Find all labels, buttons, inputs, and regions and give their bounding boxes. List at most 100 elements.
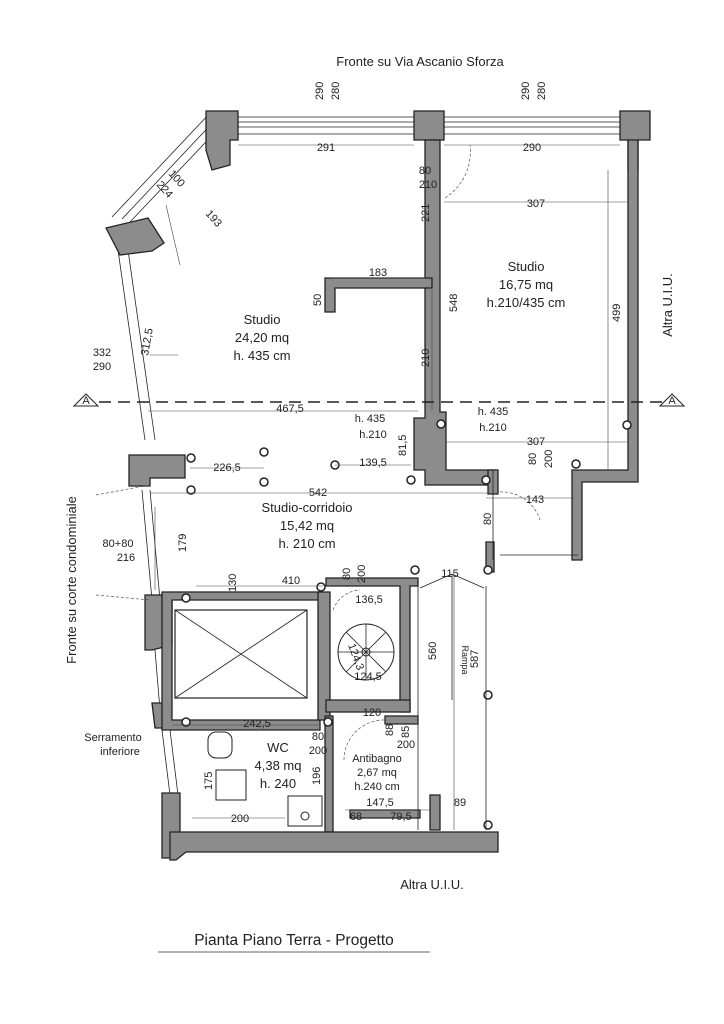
room-area: 4,38 mq bbox=[255, 758, 302, 773]
dim-label: h.210 bbox=[479, 422, 507, 434]
dim-label: 89 bbox=[454, 797, 466, 809]
room-studio-right: Studio 16,75 mq h.210/435 cm bbox=[487, 259, 566, 310]
dim-label: 124,3 bbox=[345, 642, 366, 672]
room-name: WC bbox=[267, 740, 289, 755]
walls bbox=[105, 110, 651, 861]
dim-label: 332 bbox=[93, 347, 111, 359]
dim-label: 216 bbox=[117, 552, 135, 564]
serramento-label-1: Serramento bbox=[84, 732, 141, 744]
dim-label: 499 bbox=[611, 304, 623, 322]
dim-label: 548 bbox=[448, 294, 460, 312]
dim-label: 307 bbox=[527, 436, 545, 448]
dim-label: 124,5 bbox=[354, 671, 382, 683]
dim-label: 175 bbox=[203, 772, 215, 790]
dim-label: 120 bbox=[363, 707, 381, 719]
dim-label: 79,5 bbox=[390, 811, 411, 823]
dim-label: 130 bbox=[227, 574, 239, 592]
dim-label: 81,5 bbox=[397, 435, 409, 456]
wc-fixtures bbox=[207, 731, 323, 827]
room-wc: WC 4,38 mq h. 240 bbox=[255, 740, 302, 791]
dim-label: 242,5 bbox=[243, 718, 271, 730]
room-area: 16,75 mq bbox=[499, 277, 553, 292]
dim-label: 200 bbox=[543, 450, 555, 468]
dim-label: 467,5 bbox=[276, 403, 304, 415]
dim-label: 210 bbox=[420, 349, 432, 367]
room-name: Studio-corridoio bbox=[261, 500, 352, 515]
dim-label: 290 bbox=[314, 82, 326, 100]
serramento-label-2: inferiore bbox=[100, 746, 140, 758]
dim-label: 88 bbox=[384, 724, 396, 736]
dim-label: 80 bbox=[419, 165, 431, 177]
spiral-stair bbox=[337, 623, 395, 681]
dim-label: 80 bbox=[482, 513, 494, 525]
bottom-facade-label: Altra U.I.U. bbox=[400, 877, 464, 892]
dim-label: 85 bbox=[400, 726, 412, 738]
right-facade-label: Altra U.I.U. bbox=[660, 273, 675, 337]
dim-label: 587 bbox=[469, 650, 481, 668]
room-area: 15,42 mq bbox=[280, 518, 334, 533]
room-height: h.240 cm bbox=[354, 781, 399, 793]
dim-label: 139,5 bbox=[359, 457, 387, 469]
left-facade-label: Fronte su corte condominiale bbox=[64, 496, 79, 664]
dim-label: h.210 bbox=[359, 429, 387, 441]
dim-label: 80 bbox=[312, 731, 324, 743]
dim-label: 560 bbox=[427, 642, 439, 660]
room-height: h. 240 bbox=[260, 776, 296, 791]
dim-label: 542 bbox=[309, 487, 327, 499]
dim-label: 290 bbox=[523, 142, 541, 154]
doors bbox=[95, 144, 578, 761]
dim-label: 410 bbox=[282, 575, 300, 587]
dim-label: 179 bbox=[177, 534, 189, 552]
top-facade-label: Fronte su Via Ascanio Sforza bbox=[336, 54, 504, 69]
dim-label: 280 bbox=[330, 82, 342, 100]
dim-label: 196 bbox=[311, 767, 323, 785]
dim-label: 80 bbox=[527, 453, 539, 465]
dim-label: 115 bbox=[441, 568, 459, 580]
room-name: Studio bbox=[244, 312, 281, 327]
dim-label: 280 bbox=[536, 82, 548, 100]
dim-label: 80 bbox=[341, 568, 353, 580]
dim-label: h. 435 bbox=[355, 413, 386, 425]
section-marker-left: A bbox=[82, 395, 90, 407]
room-height: h. 435 cm bbox=[233, 348, 290, 363]
dim-label: 226,5 bbox=[213, 462, 241, 474]
dim-label: 80+80 bbox=[103, 538, 134, 550]
lift-symbol bbox=[174, 609, 308, 699]
dim-label: 147,5 bbox=[366, 797, 394, 809]
dim-label: 200 bbox=[231, 813, 249, 825]
dim-label: 183 bbox=[369, 267, 387, 279]
dim-label: 193 bbox=[203, 208, 224, 230]
room-height: h. 210 cm bbox=[278, 536, 335, 551]
dim-label: 136,5 bbox=[355, 594, 383, 606]
dim-label: 210 bbox=[419, 179, 437, 191]
room-area: 24,20 mq bbox=[235, 330, 289, 345]
room-name: Studio bbox=[508, 259, 545, 274]
ramp bbox=[417, 573, 487, 830]
drawing-title: Pianta Piano Terra - Progetto bbox=[194, 932, 394, 949]
room-antibagno: Antibagno 2,67 mq h.240 cm bbox=[352, 753, 402, 793]
dim-label: 312,5 bbox=[139, 327, 156, 356]
section-line bbox=[72, 393, 686, 407]
dimension-lines bbox=[148, 144, 628, 830]
dim-label: 143 bbox=[526, 494, 544, 506]
dim-label: 291 bbox=[317, 142, 335, 154]
dim-label: 221 bbox=[420, 204, 432, 222]
room-height: h.210/435 cm bbox=[487, 295, 566, 310]
rampa-label: Rampa bbox=[460, 645, 470, 674]
dim-label: 200 bbox=[397, 739, 415, 751]
dim-label: 50 bbox=[312, 294, 324, 306]
dim-label: h. 435 bbox=[478, 406, 509, 418]
dim-label: 307 bbox=[527, 198, 545, 210]
room-corridor: Studio-corridoio 15,42 mq h. 210 cm bbox=[261, 500, 352, 551]
dim-label: 200 bbox=[356, 565, 368, 583]
section-marker-right: A bbox=[668, 395, 676, 407]
room-area: 2,67 mq bbox=[357, 767, 397, 779]
dim-label: 290 bbox=[93, 361, 111, 373]
dim-label: 290 bbox=[520, 82, 532, 100]
room-name: Antibagno bbox=[352, 753, 402, 765]
dim-label: 200 bbox=[309, 745, 327, 757]
dim-label: 68 bbox=[350, 811, 362, 823]
room-studio-left: Studio 24,20 mq h. 435 cm bbox=[233, 312, 290, 363]
